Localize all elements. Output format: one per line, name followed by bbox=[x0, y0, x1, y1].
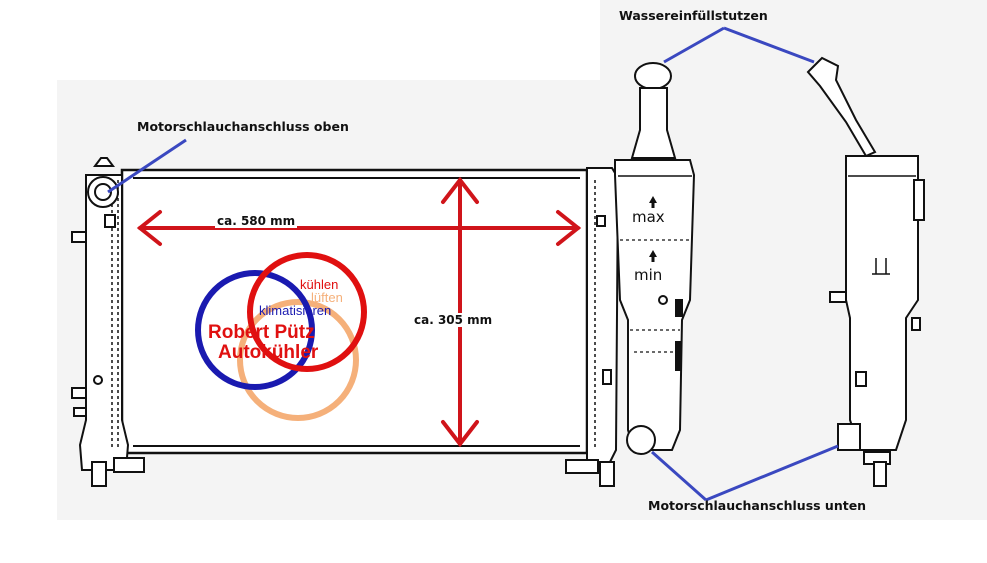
height-dimension-label: ca. 305 mm bbox=[412, 313, 495, 327]
lower-hose-connector-front bbox=[626, 425, 656, 455]
max-arrow-icon bbox=[649, 196, 657, 208]
min-mark-label: min bbox=[634, 266, 663, 284]
min-arrow-icon bbox=[649, 250, 657, 262]
logo-company-name: Robert Pütz bbox=[208, 322, 315, 343]
leader-inlet-top bbox=[107, 138, 187, 194]
max-mark-label: max bbox=[632, 208, 665, 226]
logo-blue-ring bbox=[195, 270, 315, 390]
company-logo-rings bbox=[195, 252, 370, 425]
expansion-tank-front bbox=[614, 62, 696, 455]
radiator-right-tank bbox=[586, 167, 620, 463]
logo-company-type: Autokühler bbox=[218, 342, 319, 363]
filler-neck-label: Wassereinfüllstutzen bbox=[619, 8, 768, 23]
filler-cap bbox=[634, 62, 672, 90]
expansion-tank-side bbox=[806, 56, 925, 487]
outlet-bottom-label: Motorschlauchanschluss unten bbox=[648, 498, 867, 513]
logo-word-cool: kühlen bbox=[300, 277, 339, 292]
leader-outlet-front bbox=[651, 450, 707, 502]
leader-filler-side bbox=[723, 26, 815, 64]
leader-filler-front bbox=[663, 26, 725, 64]
lower-hose-connector-side bbox=[837, 423, 861, 451]
logo-orange-ring bbox=[237, 299, 359, 421]
logo-word-ventilate: lüften bbox=[311, 290, 343, 305]
dimension-arrows bbox=[136, 176, 582, 448]
inlet-top-label: Motorschlauchanschluss oben bbox=[137, 119, 349, 134]
logo-red-ring bbox=[247, 252, 367, 372]
upper-hose-connector bbox=[87, 176, 119, 208]
logo-word-aircon: klimatisieren bbox=[259, 303, 332, 318]
leader-outlet-side bbox=[705, 444, 839, 502]
filler-neck-side bbox=[806, 56, 877, 158]
width-dimension-label: ca. 580 mm bbox=[215, 214, 298, 228]
leader-lines bbox=[107, 26, 839, 502]
